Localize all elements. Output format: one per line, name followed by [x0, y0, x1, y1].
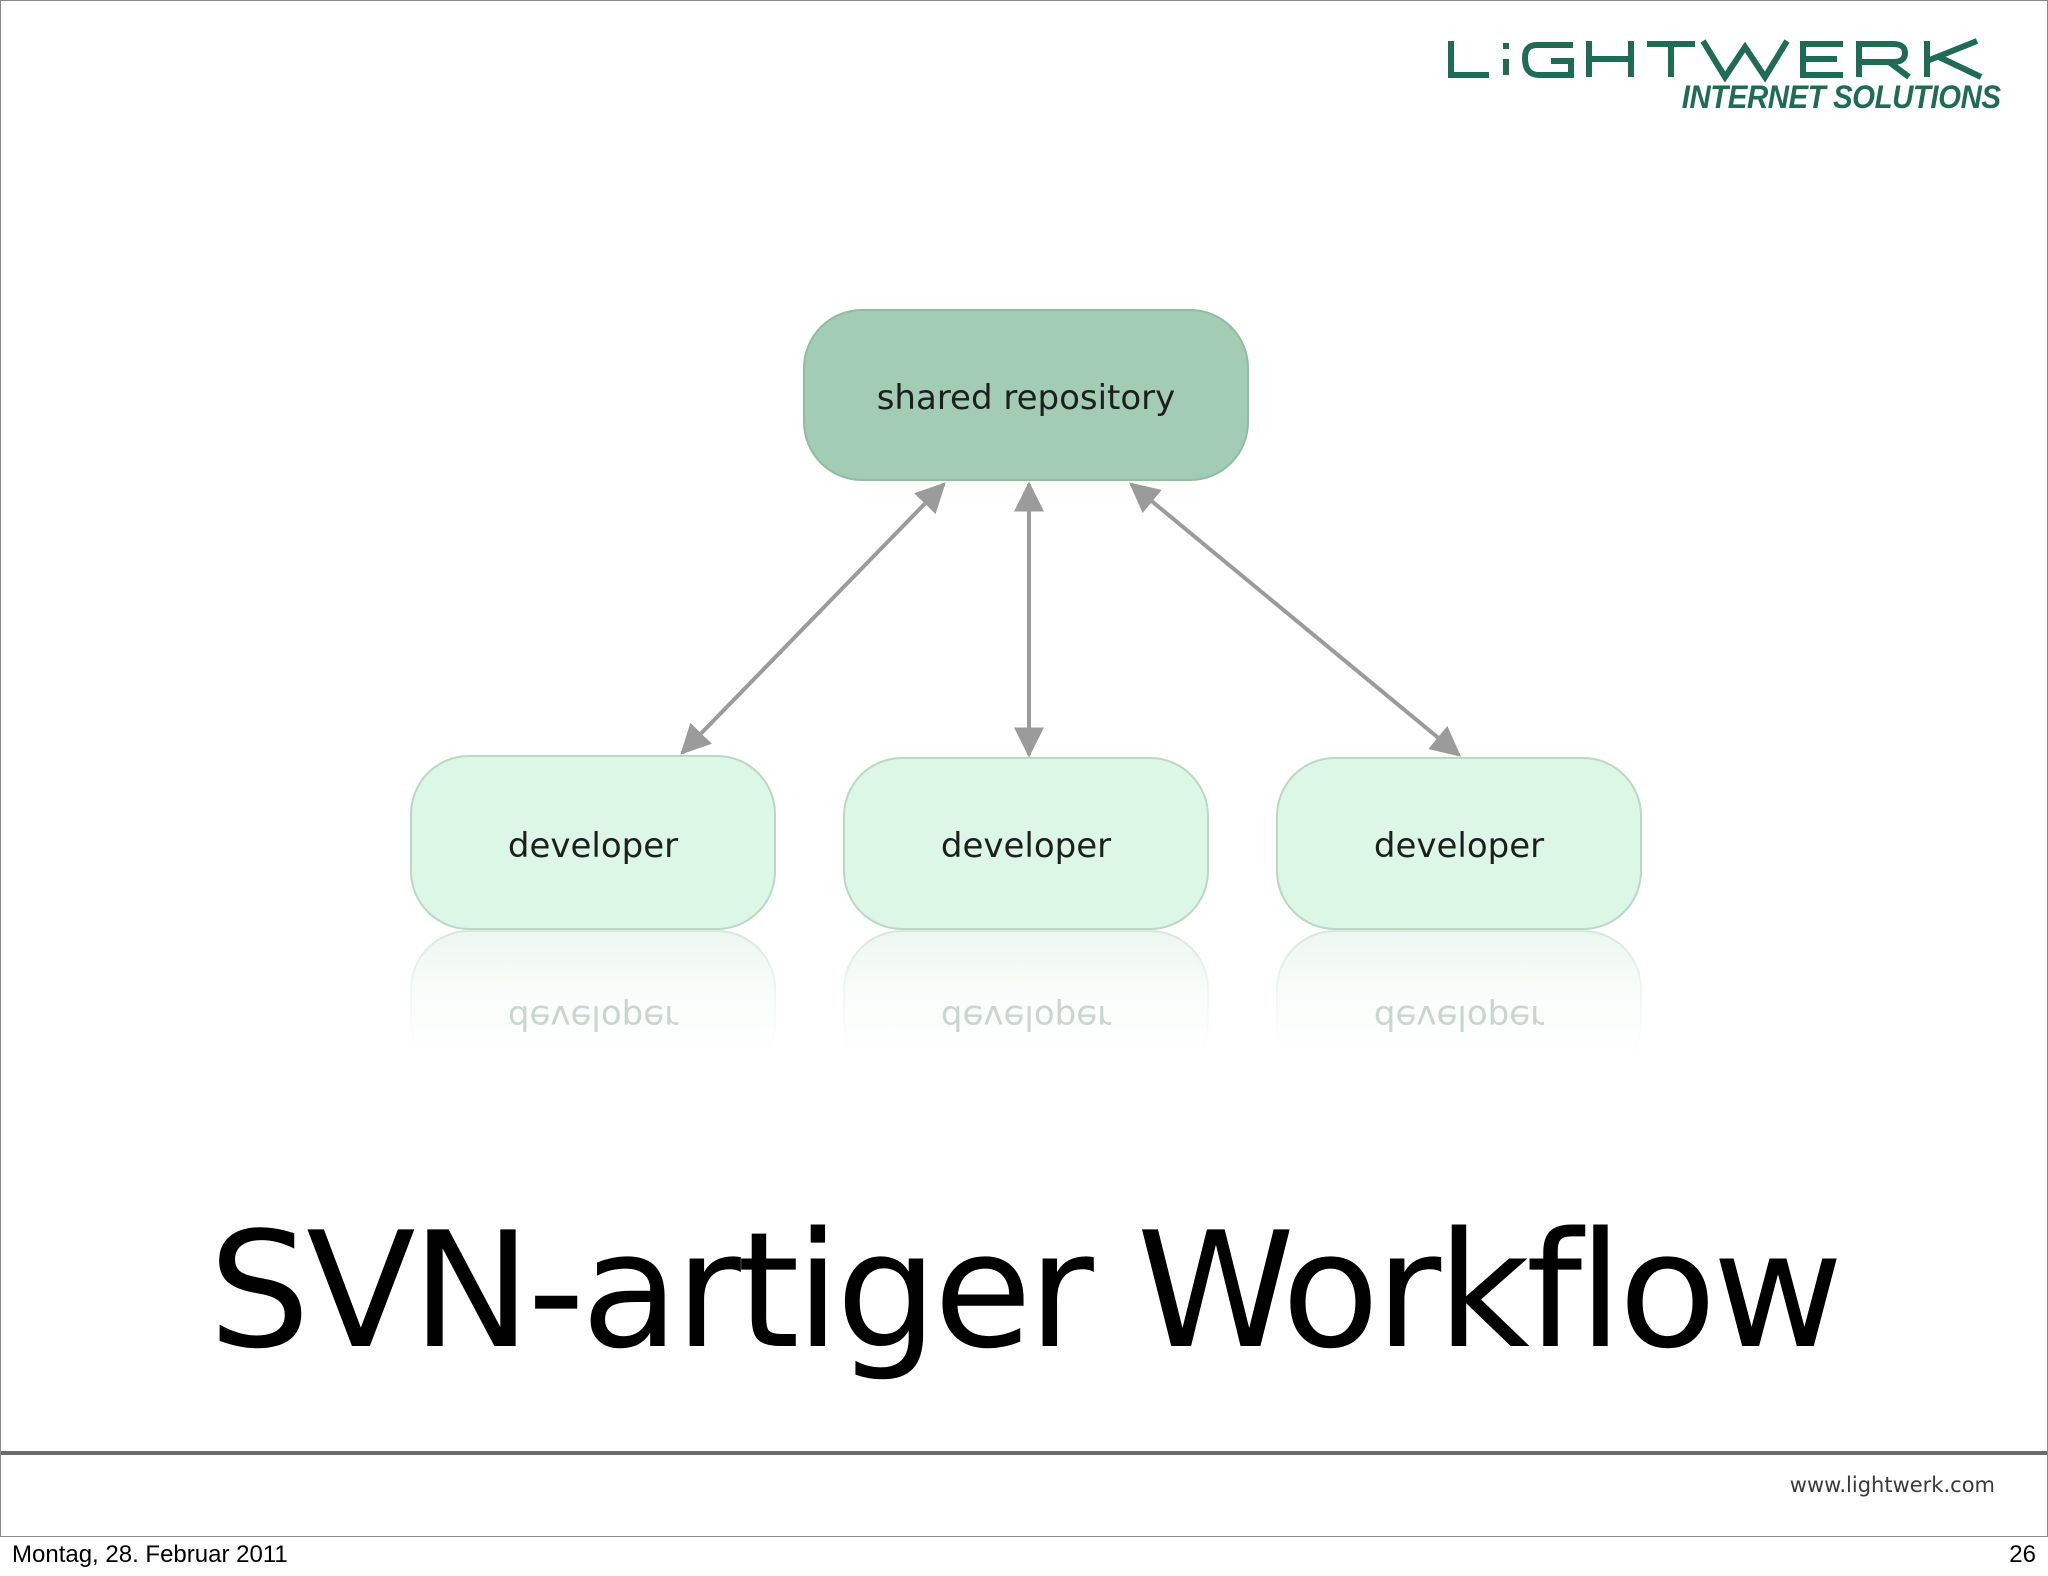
slide-title: SVN-artiger Workflow	[208, 1197, 1844, 1384]
developer-label-3: developer	[1374, 826, 1544, 866]
website-url: www.lightwerk.com	[1789, 1473, 1995, 1497]
reflection-developer-3: developer	[1276, 930, 1642, 1082]
reflection-developer-2: developer	[843, 930, 1209, 1082]
developer-label-1: developer	[508, 826, 678, 866]
node-developer-1: developer	[410, 755, 776, 930]
reflection-label-3: developer	[1374, 997, 1544, 1037]
reflection-label-2: developer	[941, 997, 1111, 1037]
footer-divider	[1, 1451, 2047, 1455]
node-shared-repository: shared repository	[803, 309, 1249, 481]
arrow-repo-developer-3	[1129, 482, 1461, 757]
lightwerk-logo: INTERNET SOLUTIONS	[1445, 33, 2005, 123]
reflection-developer-1: developer	[410, 930, 776, 1082]
arrow-repo-developer-1	[680, 482, 946, 755]
shared-repository-label: shared repository	[877, 378, 1176, 418]
logo-wordmark	[1448, 38, 1983, 83]
slide: INTERNET SOLUTIONS shared re	[0, 0, 2048, 1537]
reflection-label-1: developer	[508, 997, 678, 1037]
footer-date: Montag, 28. Februar 2011	[12, 1541, 288, 1568]
developer-label-2: developer	[941, 826, 1111, 866]
logo-tagline: INTERNET SOLUTIONS	[1682, 79, 2001, 115]
node-developer-2: developer	[843, 757, 1209, 930]
node-developer-3: developer	[1276, 757, 1642, 930]
page-number: 26	[2009, 1541, 2036, 1568]
developer-reflections: developer developer developer	[410, 930, 1642, 1082]
workflow-diagram: shared repository developer developer de…	[410, 309, 1642, 1082]
